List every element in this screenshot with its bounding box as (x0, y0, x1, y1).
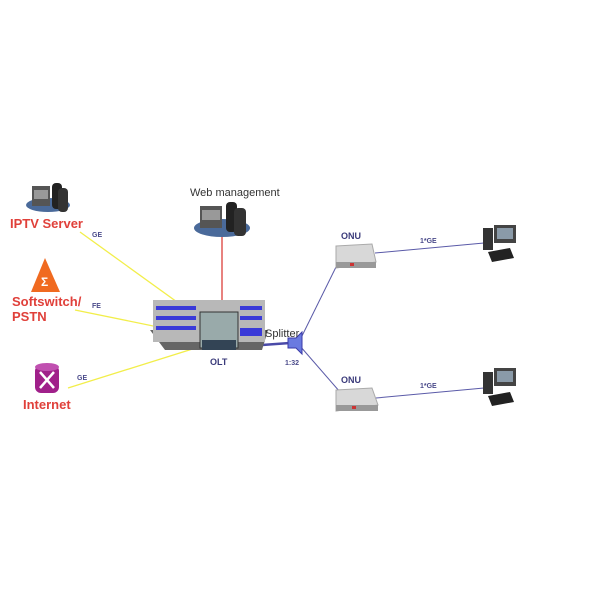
internet-link-label: GE (77, 375, 87, 382)
link-internet-olt (67, 345, 203, 389)
onu-bottom-label: ONU (341, 375, 361, 385)
internet-label: Internet (23, 397, 71, 412)
computer-icon (483, 225, 516, 262)
web-management-label: Web management (190, 187, 280, 199)
server-icon (194, 202, 250, 237)
link-onu-bottom-pc (375, 387, 485, 399)
link-onu-top-pc (374, 242, 485, 254)
router-icon (35, 363, 59, 393)
link-splitter-onu-top (299, 264, 338, 341)
onu-bottom-link-label: 1*GE (420, 383, 437, 390)
splitter-ratio-label: 1:32 (285, 360, 299, 367)
olt-label: OLT (210, 357, 228, 367)
splitter-icon (287, 330, 303, 356)
pstn-label: PSTN (12, 309, 47, 324)
softswitch-label: Softswitch/ (12, 294, 82, 309)
link-olt-splitter (261, 341, 291, 347)
onu-top-label: ONU (341, 231, 361, 241)
computer-icon (483, 368, 516, 406)
onu-top-link-label: 1*GE (420, 238, 437, 245)
iptv-link-label: GE (92, 232, 102, 239)
onu-device-icon (335, 243, 377, 269)
link-splitter-onu-bottom (299, 345, 341, 393)
iptv-server-label: IPTV Server (10, 216, 83, 231)
svg-text:Σ: Σ (41, 275, 48, 289)
olt-building-icon (150, 300, 268, 350)
softswitch-link-label: FE (92, 303, 101, 310)
softswitch-icon: Σ (31, 258, 60, 292)
server-icon (26, 183, 70, 212)
splitter-label: Splitter (265, 328, 300, 340)
onu-device-icon (335, 387, 379, 412)
